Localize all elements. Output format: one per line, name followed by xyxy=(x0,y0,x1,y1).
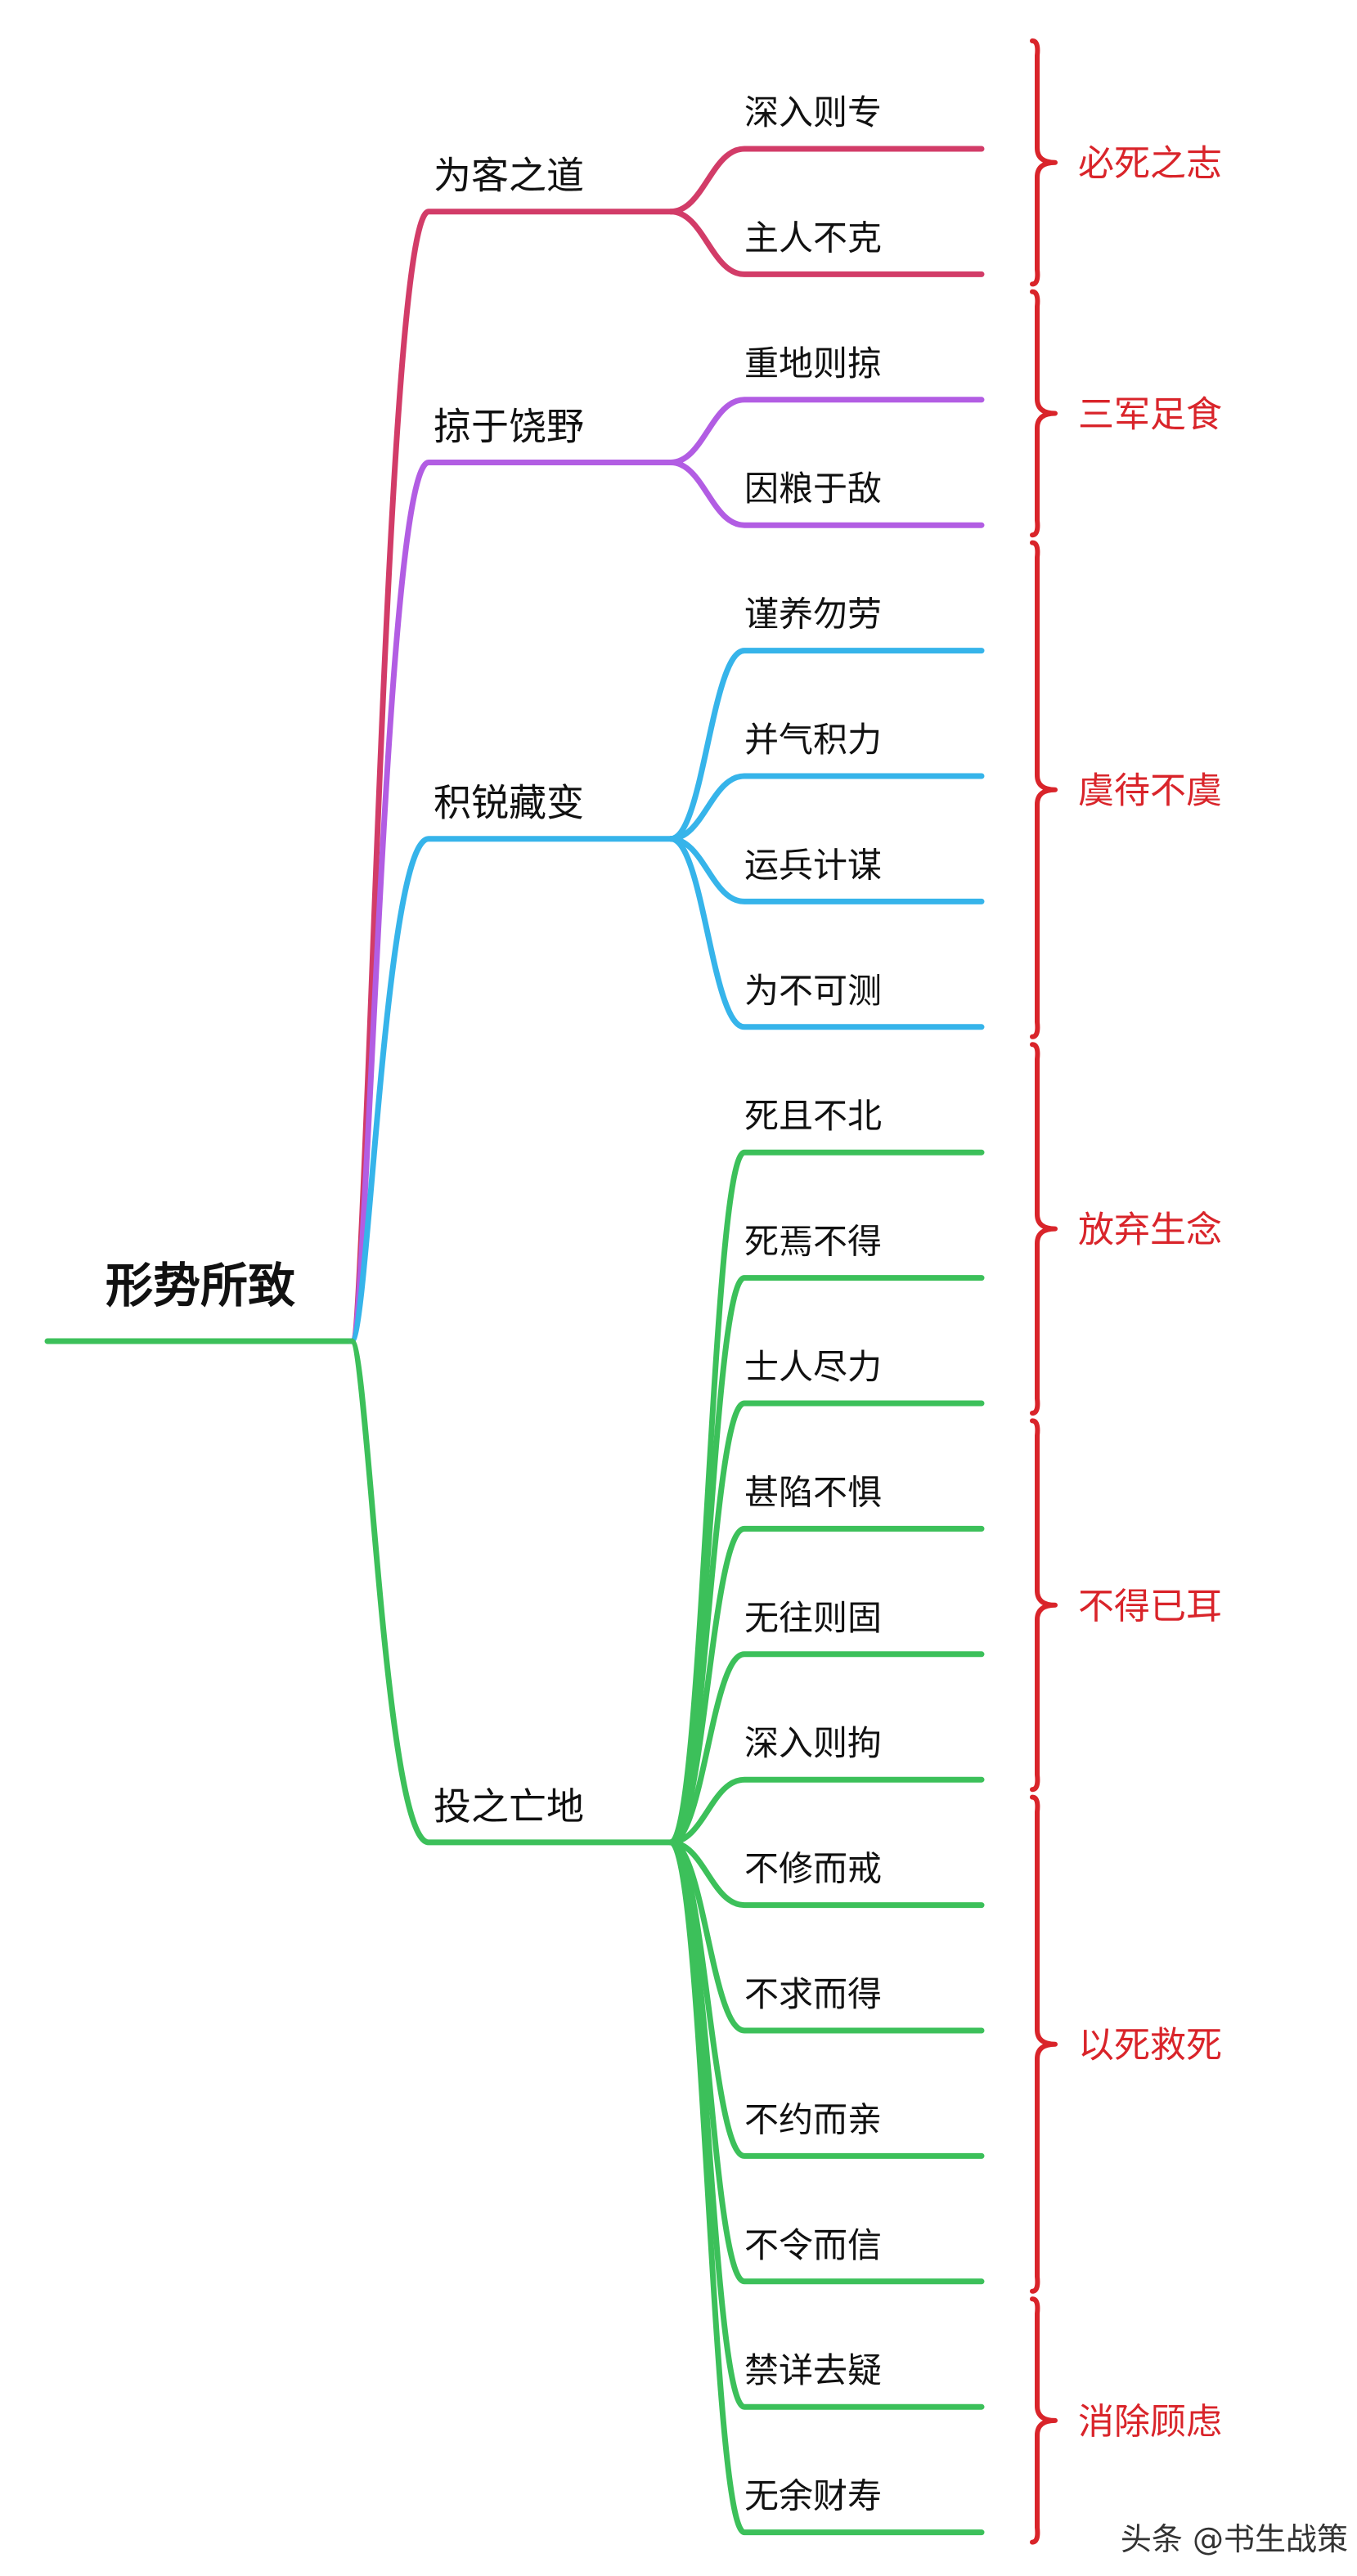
connector-lines xyxy=(44,146,985,2536)
summary-bracket-6 xyxy=(1030,1794,1058,2294)
summary-label-5: 不得已耳 xyxy=(1078,1586,1222,1627)
summary-bracket-5 xyxy=(1030,1418,1058,1793)
leaf-label: 无余财寿 xyxy=(744,2476,882,2516)
leaf-line xyxy=(667,397,985,465)
root-node-label: 形势所致 xyxy=(106,1258,295,1313)
leaf-label: 不令而信 xyxy=(744,2225,882,2265)
leaf-label: 死且不北 xyxy=(744,1096,882,1136)
leaf-line xyxy=(667,1839,985,1909)
leaf-line xyxy=(667,1525,985,1846)
leaf-line xyxy=(667,648,985,842)
leaf-label: 不修而戒 xyxy=(744,1849,882,1889)
leaf-label: 不求而得 xyxy=(744,1974,882,2014)
leaf-label: 运兵计谋 xyxy=(744,845,882,885)
leaf-label: 死焉不得 xyxy=(744,1222,882,1262)
leaf-line xyxy=(667,146,985,215)
leaf-label: 不约而亲 xyxy=(744,2099,882,2139)
branch-label-4: 投之亡地 xyxy=(434,1784,584,1829)
leaf-line xyxy=(667,1776,985,1846)
branch-label-2: 掠于饶野 xyxy=(434,405,584,449)
leaf-label: 为不可测 xyxy=(744,971,882,1011)
leaf-label: 并气积力 xyxy=(744,720,882,760)
leaf-line xyxy=(667,209,985,277)
summary-label-3: 虞待不虞 xyxy=(1078,770,1222,812)
summary-bracket-7 xyxy=(1030,2296,1058,2545)
summary-bracket-1 xyxy=(1030,38,1058,287)
leaf-label: 禁详去疑 xyxy=(744,2350,882,2390)
leaf-label: 重地则掠 xyxy=(744,343,882,384)
summary-label-1: 必死之志 xyxy=(1078,143,1222,185)
leaf-label: 士人尽力 xyxy=(744,1347,882,1387)
leaf-label: 因粮于敌 xyxy=(744,469,882,509)
summary-brackets xyxy=(1030,38,1058,2545)
leaf-label: 甚陷不惧 xyxy=(744,1472,882,1512)
branch-line-3 xyxy=(348,836,674,1344)
leaf-label: 深入则专 xyxy=(744,92,882,132)
summary-label-7: 消除顾虑 xyxy=(1078,2401,1222,2443)
branch-label-3: 积锐藏变 xyxy=(434,781,584,825)
summary-label-4: 放弃生念 xyxy=(1078,1209,1222,1251)
summary-bracket-4 xyxy=(1030,1042,1058,1416)
summary-label-2: 三军足食 xyxy=(1078,394,1222,436)
summary-label-6: 以死救死 xyxy=(1078,2025,1222,2067)
summary-bracket-2 xyxy=(1030,289,1058,538)
leaf-line xyxy=(667,1839,985,2536)
leaf-label: 谨养勿劳 xyxy=(744,595,882,635)
leaf-label: 无往则固 xyxy=(744,1598,882,1638)
branch-line-2 xyxy=(348,460,674,1344)
leaf-line xyxy=(667,460,985,528)
summary-bracket-3 xyxy=(1030,540,1058,1039)
branch-line-4 xyxy=(348,1338,674,1846)
leaf-line xyxy=(667,773,985,842)
leaf-line xyxy=(667,1651,985,1846)
branch-label-1: 为客之道 xyxy=(434,154,584,198)
watermark-text: 头条 @书生战策 xyxy=(1121,2521,1348,2557)
leaf-line xyxy=(667,836,985,904)
leaf-line xyxy=(667,836,985,1030)
branch-line-1 xyxy=(348,209,674,1344)
leaf-label: 主人不克 xyxy=(744,218,882,258)
leaf-label: 深入则拘 xyxy=(744,1723,882,1763)
